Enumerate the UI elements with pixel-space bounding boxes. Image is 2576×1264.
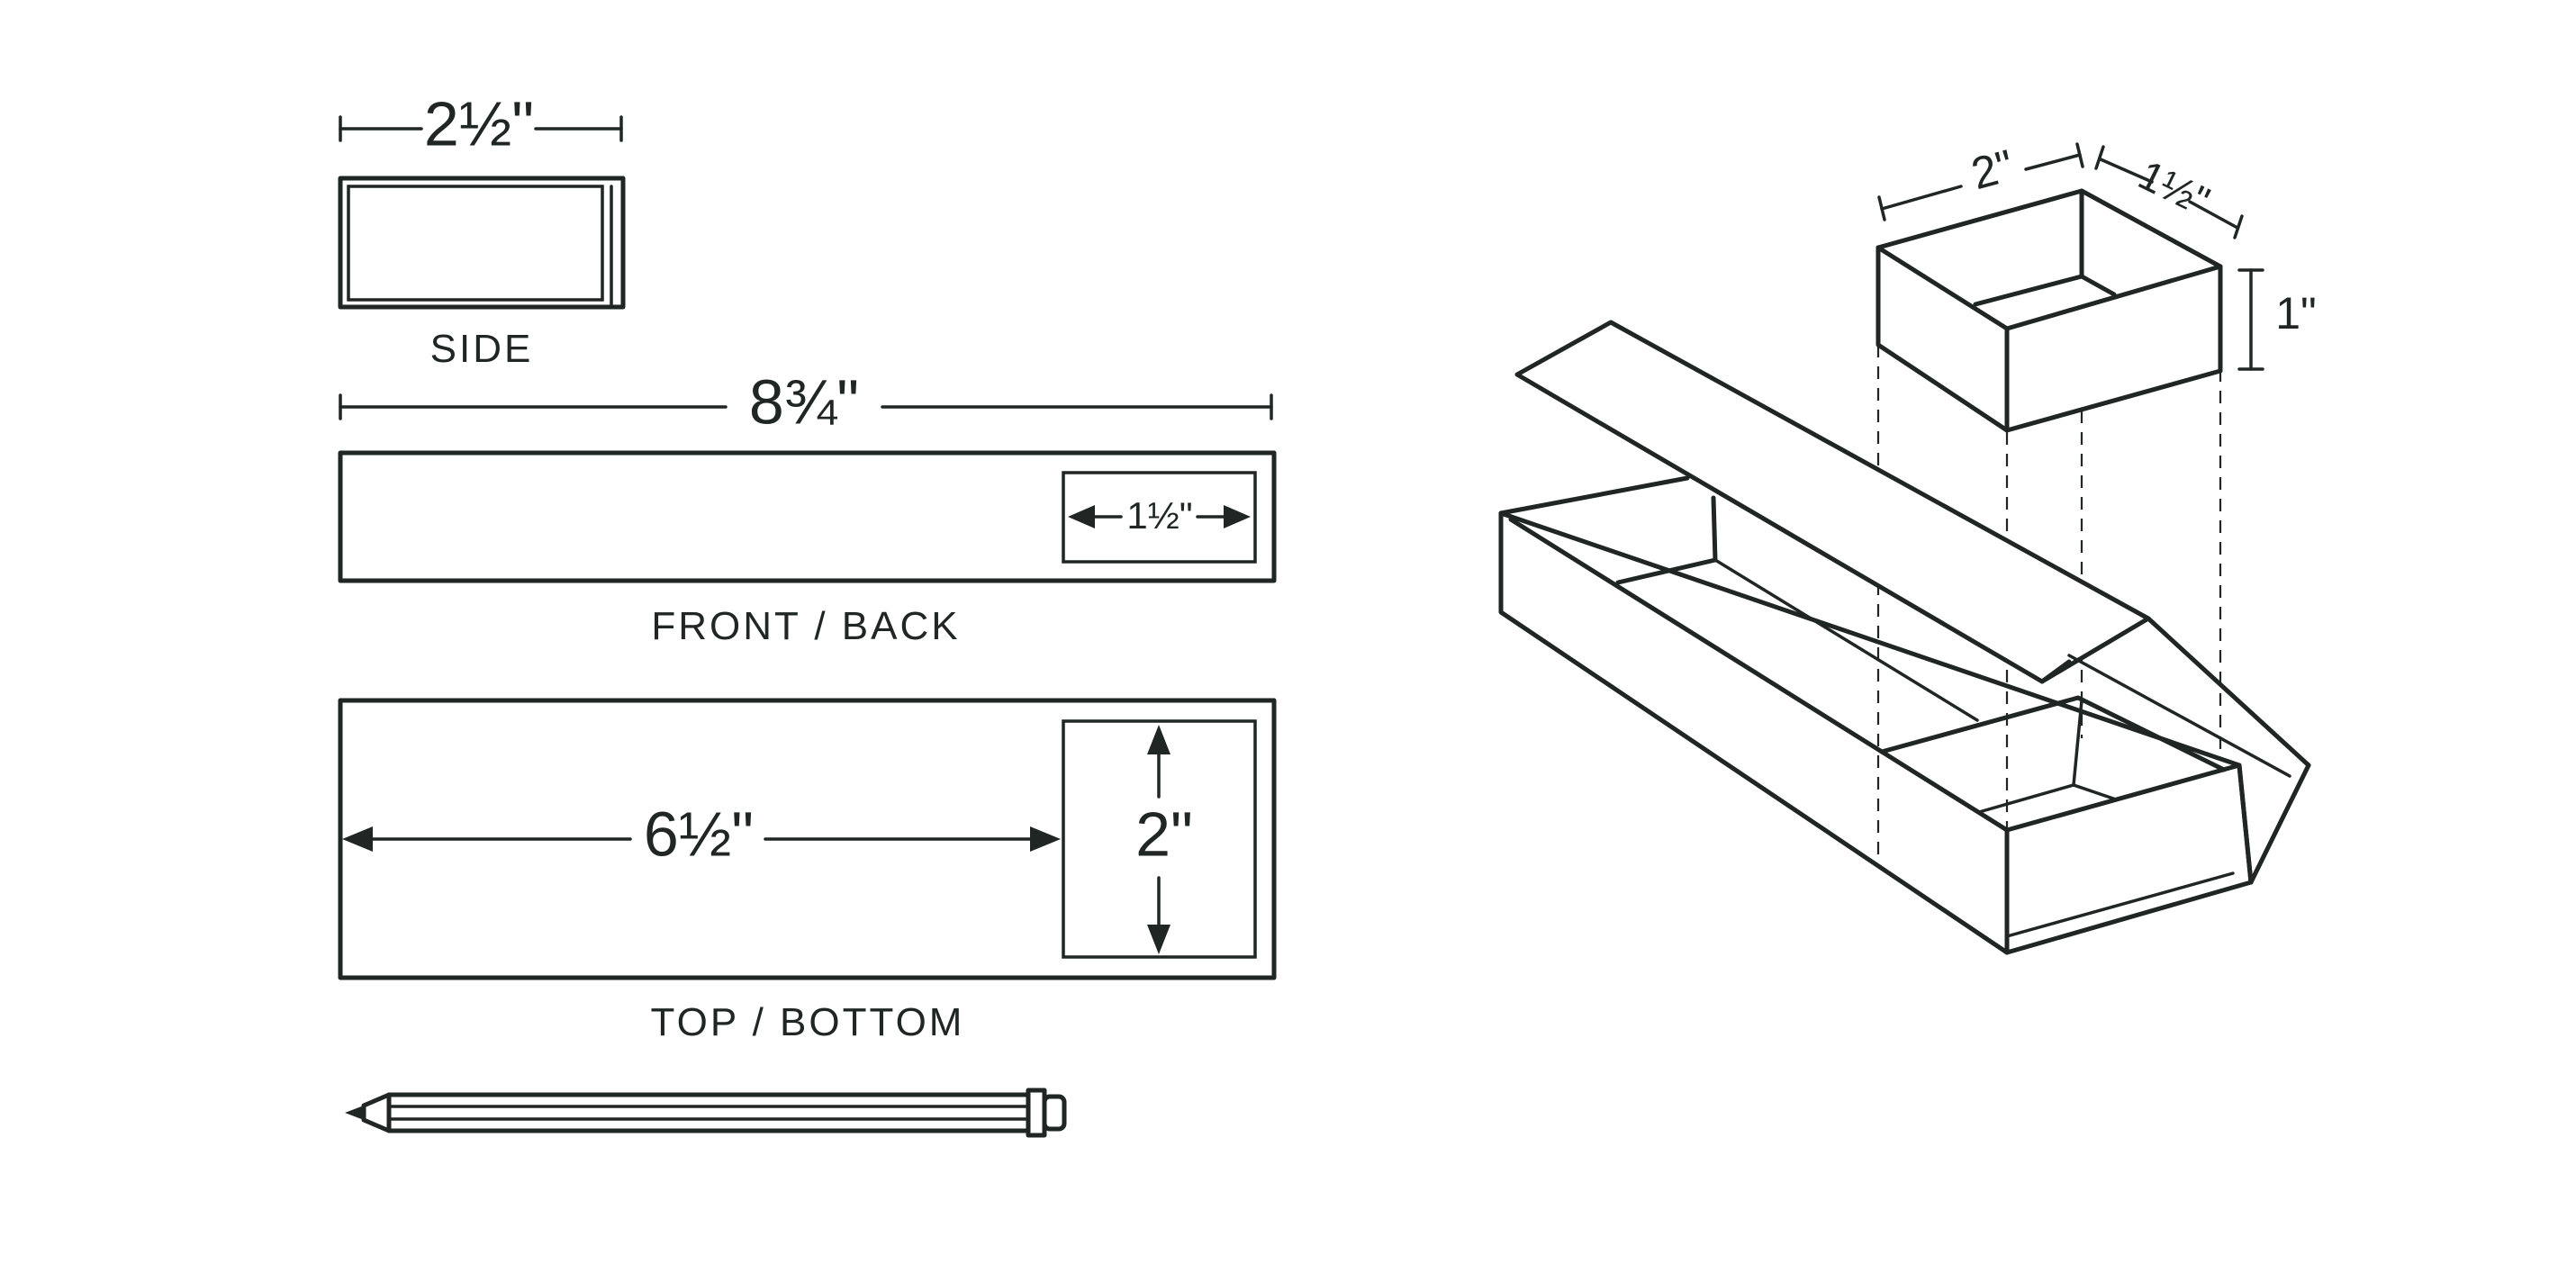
tray-left-divider <box>1615 495 1718 585</box>
side-inner <box>347 185 604 302</box>
tray-inner-back-edge <box>1713 558 1979 722</box>
lid-flap-front <box>2248 763 2311 885</box>
tray-insert-back <box>1879 695 2227 772</box>
insert-width-label: 1½" <box>2131 151 2217 225</box>
insert-width-dim-right <box>2188 200 2239 230</box>
tray-top-front-edge <box>1508 517 2010 833</box>
insert-length-dim-right <box>2024 153 2082 171</box>
lid-flap-join <box>2039 659 2072 684</box>
side-view: 2½" SIDE <box>338 88 626 371</box>
tb-arrow-up <box>1147 725 1170 754</box>
tb-arrow-right <box>1030 826 1061 852</box>
fb-slot <box>1062 471 1257 564</box>
tb-caption: TOP / BOTTOM <box>651 1000 965 1044</box>
insert-length-tick-right <box>2075 142 2084 168</box>
insert-width-dim-left <box>2099 158 2154 184</box>
tray-insert-corner <box>2072 699 2083 787</box>
tb-compartment <box>1062 719 1257 959</box>
insert-width-tick-left <box>2094 145 2105 170</box>
tb-arrow-down <box>1147 925 1170 954</box>
tray-bottom-inner <box>2005 871 2235 938</box>
tb-arrow-left <box>342 826 373 852</box>
insert-length-label: 2" <box>1966 140 2020 199</box>
lid <box>1514 320 2311 885</box>
insert-top-front <box>2004 264 2223 331</box>
tray-right-corner <box>2237 763 2254 885</box>
insert-width-tick-right <box>2233 214 2244 239</box>
pencil-icon <box>345 1088 1067 1138</box>
side-outer <box>338 176 626 310</box>
fb-arrow-left <box>1068 505 1095 528</box>
tray-front-outline <box>1498 510 2254 955</box>
insert-box <box>1876 188 2223 433</box>
fb-panel <box>338 450 1277 583</box>
insert-length-tick-left <box>1877 195 1886 221</box>
insert-outline <box>1876 188 2223 433</box>
insert-top-left <box>1876 245 2010 331</box>
tb-compartment-label: 2" <box>1135 799 1193 869</box>
fb-arrow-right <box>1224 505 1251 528</box>
top-bottom-view: 6½" 2" TOP / BOTTOM <box>338 698 1277 1044</box>
isometric-assembly: 2" 1½" 1" <box>1498 140 2317 955</box>
tray-insert-divider <box>1977 783 2118 814</box>
tb-length-label: 6½" <box>644 799 754 869</box>
fb-caption: FRONT / BACK <box>651 604 960 648</box>
insert-height-label: 1" <box>2275 288 2317 339</box>
side-width-label: 2½" <box>424 88 534 158</box>
side-caption: SIDE <box>430 327 534 371</box>
lid-flap-top <box>2146 616 2311 768</box>
tray <box>1498 475 2254 955</box>
insert-length-dim-left <box>1880 185 1963 211</box>
front-back-view: 8¾" 1½" FRONT / BACK <box>338 366 1277 648</box>
fb-slot-label: 1½" <box>1126 494 1192 537</box>
tb-panel <box>338 698 1277 980</box>
lid-flap-inner <box>2067 654 2291 778</box>
tray-back-left-edge <box>1498 475 1690 516</box>
tray-top-right-edge <box>2004 763 2242 833</box>
insert-inner-divider <box>2079 274 2117 297</box>
fb-length-label: 8¾" <box>749 366 859 437</box>
